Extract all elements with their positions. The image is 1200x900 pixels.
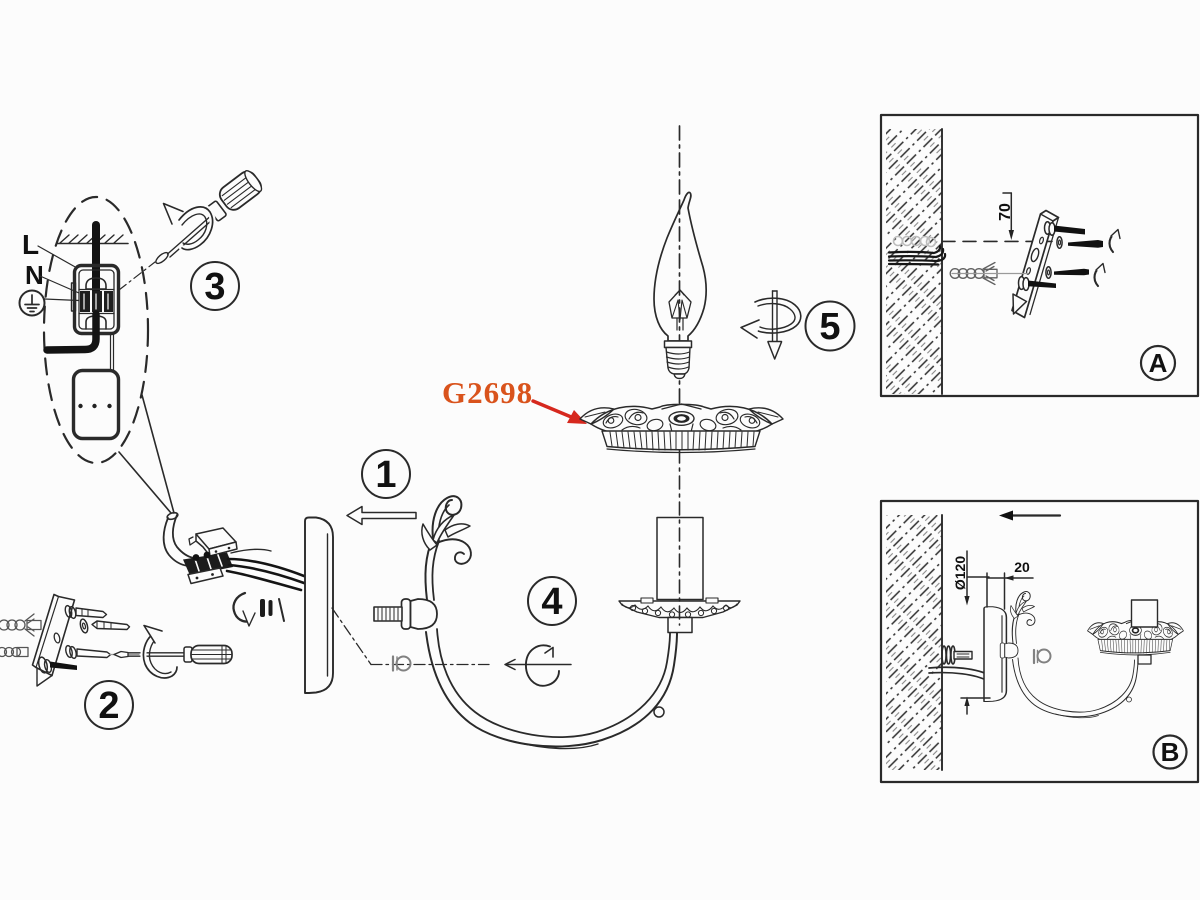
svg-text:4: 4 — [541, 581, 562, 623]
svg-text:5: 5 — [819, 306, 840, 348]
svg-text:1: 1 — [375, 454, 396, 496]
svg-text:Ø120: Ø120 — [952, 556, 968, 590]
svg-text:70: 70 — [997, 203, 1014, 221]
svg-text:G2698: G2698 — [442, 375, 533, 410]
svg-text:L: L — [22, 229, 39, 260]
svg-text:B: B — [1161, 737, 1180, 767]
svg-text:A: A — [1149, 348, 1168, 378]
svg-text:3: 3 — [204, 266, 225, 308]
svg-text:N: N — [25, 260, 44, 290]
svg-text:2: 2 — [98, 685, 119, 727]
svg-text:20: 20 — [1014, 559, 1030, 575]
